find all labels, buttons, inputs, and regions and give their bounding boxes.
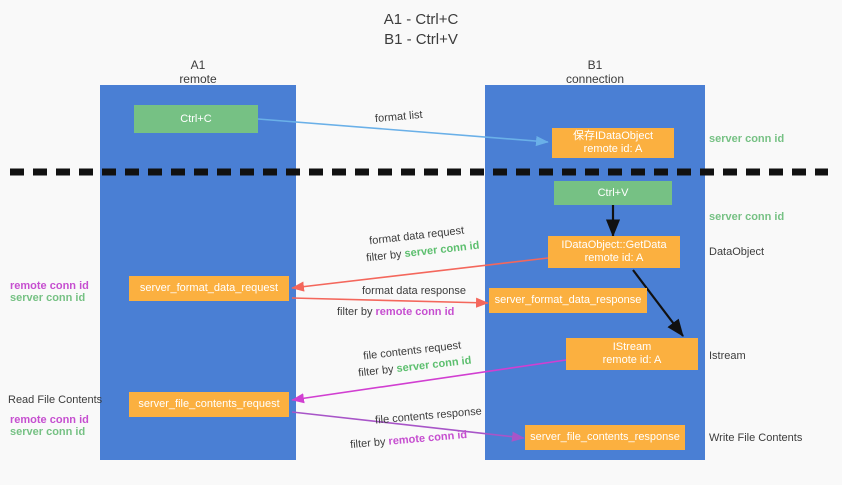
note-write-file-contents: Write File Contents bbox=[709, 432, 803, 444]
box-ctrl-v-label: Ctrl+V bbox=[597, 186, 629, 199]
box-server-file-contents-request-label: server_file_contents_request bbox=[138, 398, 280, 410]
title-line-1: A1 - Ctrl+C bbox=[383, 11, 459, 28]
lane-header-a1: A1 remote bbox=[100, 58, 296, 86]
box-ctrl-c[interactable]: Ctrl+C bbox=[134, 105, 258, 133]
box-server-format-data-request[interactable]: server_format_data_request bbox=[129, 276, 289, 301]
edge-label-file-contents-response: file contents response bbox=[374, 405, 483, 427]
box-istream[interactable]: IStream remote id: A bbox=[566, 338, 698, 370]
note-remote-conn-id-2: remote conn id bbox=[10, 414, 89, 426]
box-get-data-line2: remote id: A bbox=[584, 252, 644, 264]
lane-a1-name: A1 bbox=[190, 58, 206, 72]
box-istream-line1: IStream bbox=[612, 341, 652, 353]
note-data-object: DataObject bbox=[709, 246, 765, 258]
box-server-file-contents-request[interactable]: server_file_contents_request bbox=[129, 392, 289, 417]
note-server-conn-id-top: server conn id bbox=[709, 133, 785, 145]
box-data-object-line2: remote id: A bbox=[583, 143, 643, 155]
box-istream-line2: remote id: A bbox=[602, 354, 662, 366]
note-istream: Istream bbox=[709, 350, 746, 362]
filter-prefix-4: filter by bbox=[349, 435, 390, 452]
lane-header-b1: B1 connection bbox=[485, 58, 705, 86]
box-data-object-line1: 保存IDataObject bbox=[572, 130, 654, 142]
note-read-file-contents: Read File Contents bbox=[8, 394, 103, 406]
box-ctrl-c-label: Ctrl+C bbox=[180, 112, 212, 125]
lane-a1-sub: remote bbox=[179, 72, 217, 86]
box-server-format-data-response[interactable]: server_format_data_response bbox=[489, 288, 647, 313]
title-line-2: B1 - Ctrl+V bbox=[384, 31, 458, 48]
box-get-data[interactable]: IDataObject::GetData remote id: A bbox=[548, 236, 680, 268]
filter-key-remote-conn-1: remote conn id bbox=[375, 306, 455, 318]
box-server-format-data-request-label: server_format_data_request bbox=[139, 282, 279, 294]
box-ctrl-v[interactable]: Ctrl+V bbox=[554, 181, 672, 205]
lane-b1-sub: connection bbox=[565, 72, 625, 86]
box-server-format-data-response-label: server_format_data_response bbox=[494, 294, 642, 306]
edge-label-format-list: format list bbox=[374, 108, 424, 126]
note-remote-conn-id-1: remote conn id bbox=[10, 280, 89, 292]
edge-label-format-data-response: format data response bbox=[362, 285, 466, 297]
box-server-file-contents-response[interactable]: server_file_contents_response bbox=[525, 425, 685, 450]
filter-prefix-2: filter by bbox=[337, 306, 376, 318]
box-server-file-contents-response-label: server_file_contents_response bbox=[530, 431, 680, 443]
edge-label-format-data-response-filter: filter by remote conn id bbox=[337, 305, 454, 320]
note-server-conn-id-1: server conn id bbox=[10, 292, 86, 304]
note-server-conn-id-mid: server conn id bbox=[709, 211, 785, 223]
box-data-object[interactable]: 保存IDataObject remote id: A bbox=[552, 128, 674, 158]
lane-b1-name: B1 bbox=[587, 58, 603, 72]
filter-prefix-1: filter by bbox=[365, 248, 406, 265]
box-get-data-line1: IDataObject::GetData bbox=[561, 239, 667, 251]
note-server-conn-id-2: server conn id bbox=[10, 426, 86, 438]
edge-label-file-contents-response-filter: filter by remote conn id bbox=[350, 428, 468, 453]
diagram-title: A1 - Ctrl+C B1 - Ctrl+V bbox=[0, 10, 842, 50]
filter-prefix-3: filter by bbox=[357, 363, 398, 380]
filter-key-remote-conn-2: remote conn id bbox=[388, 428, 468, 448]
